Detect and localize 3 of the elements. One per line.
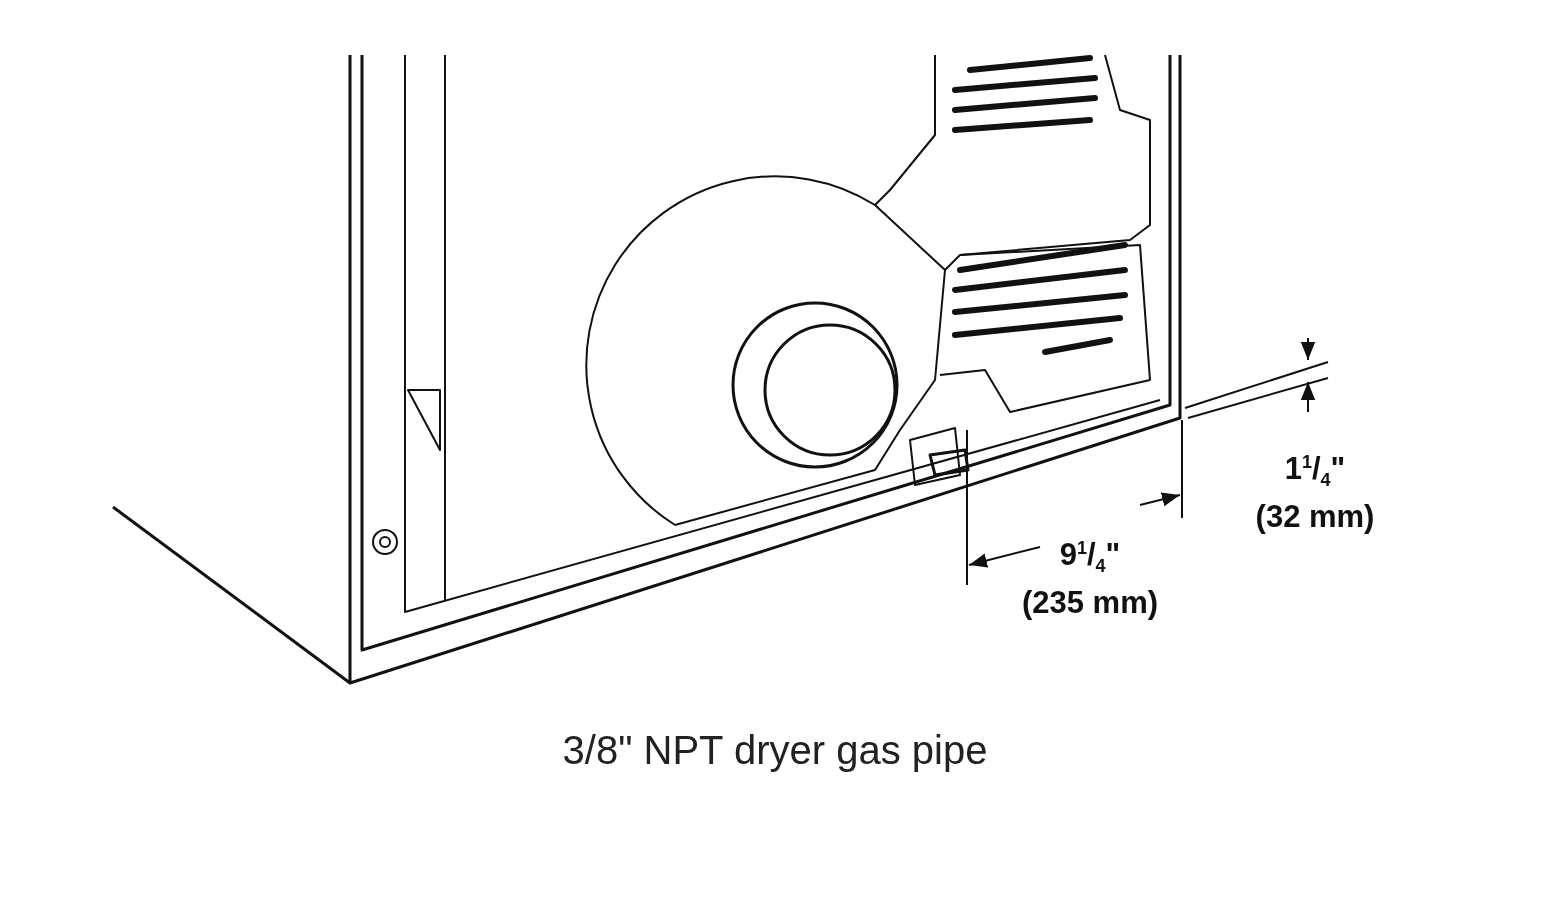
caption: 3/8" NPT dryer gas pipe — [561, 728, 989, 773]
dimension-label: 1$^{1}$/$_{4}$" (32 mm) — [1254, 450, 1376, 535]
dimension-label: 9$^{1}$/$_{4}$" (235 mm) — [1020, 536, 1160, 621]
